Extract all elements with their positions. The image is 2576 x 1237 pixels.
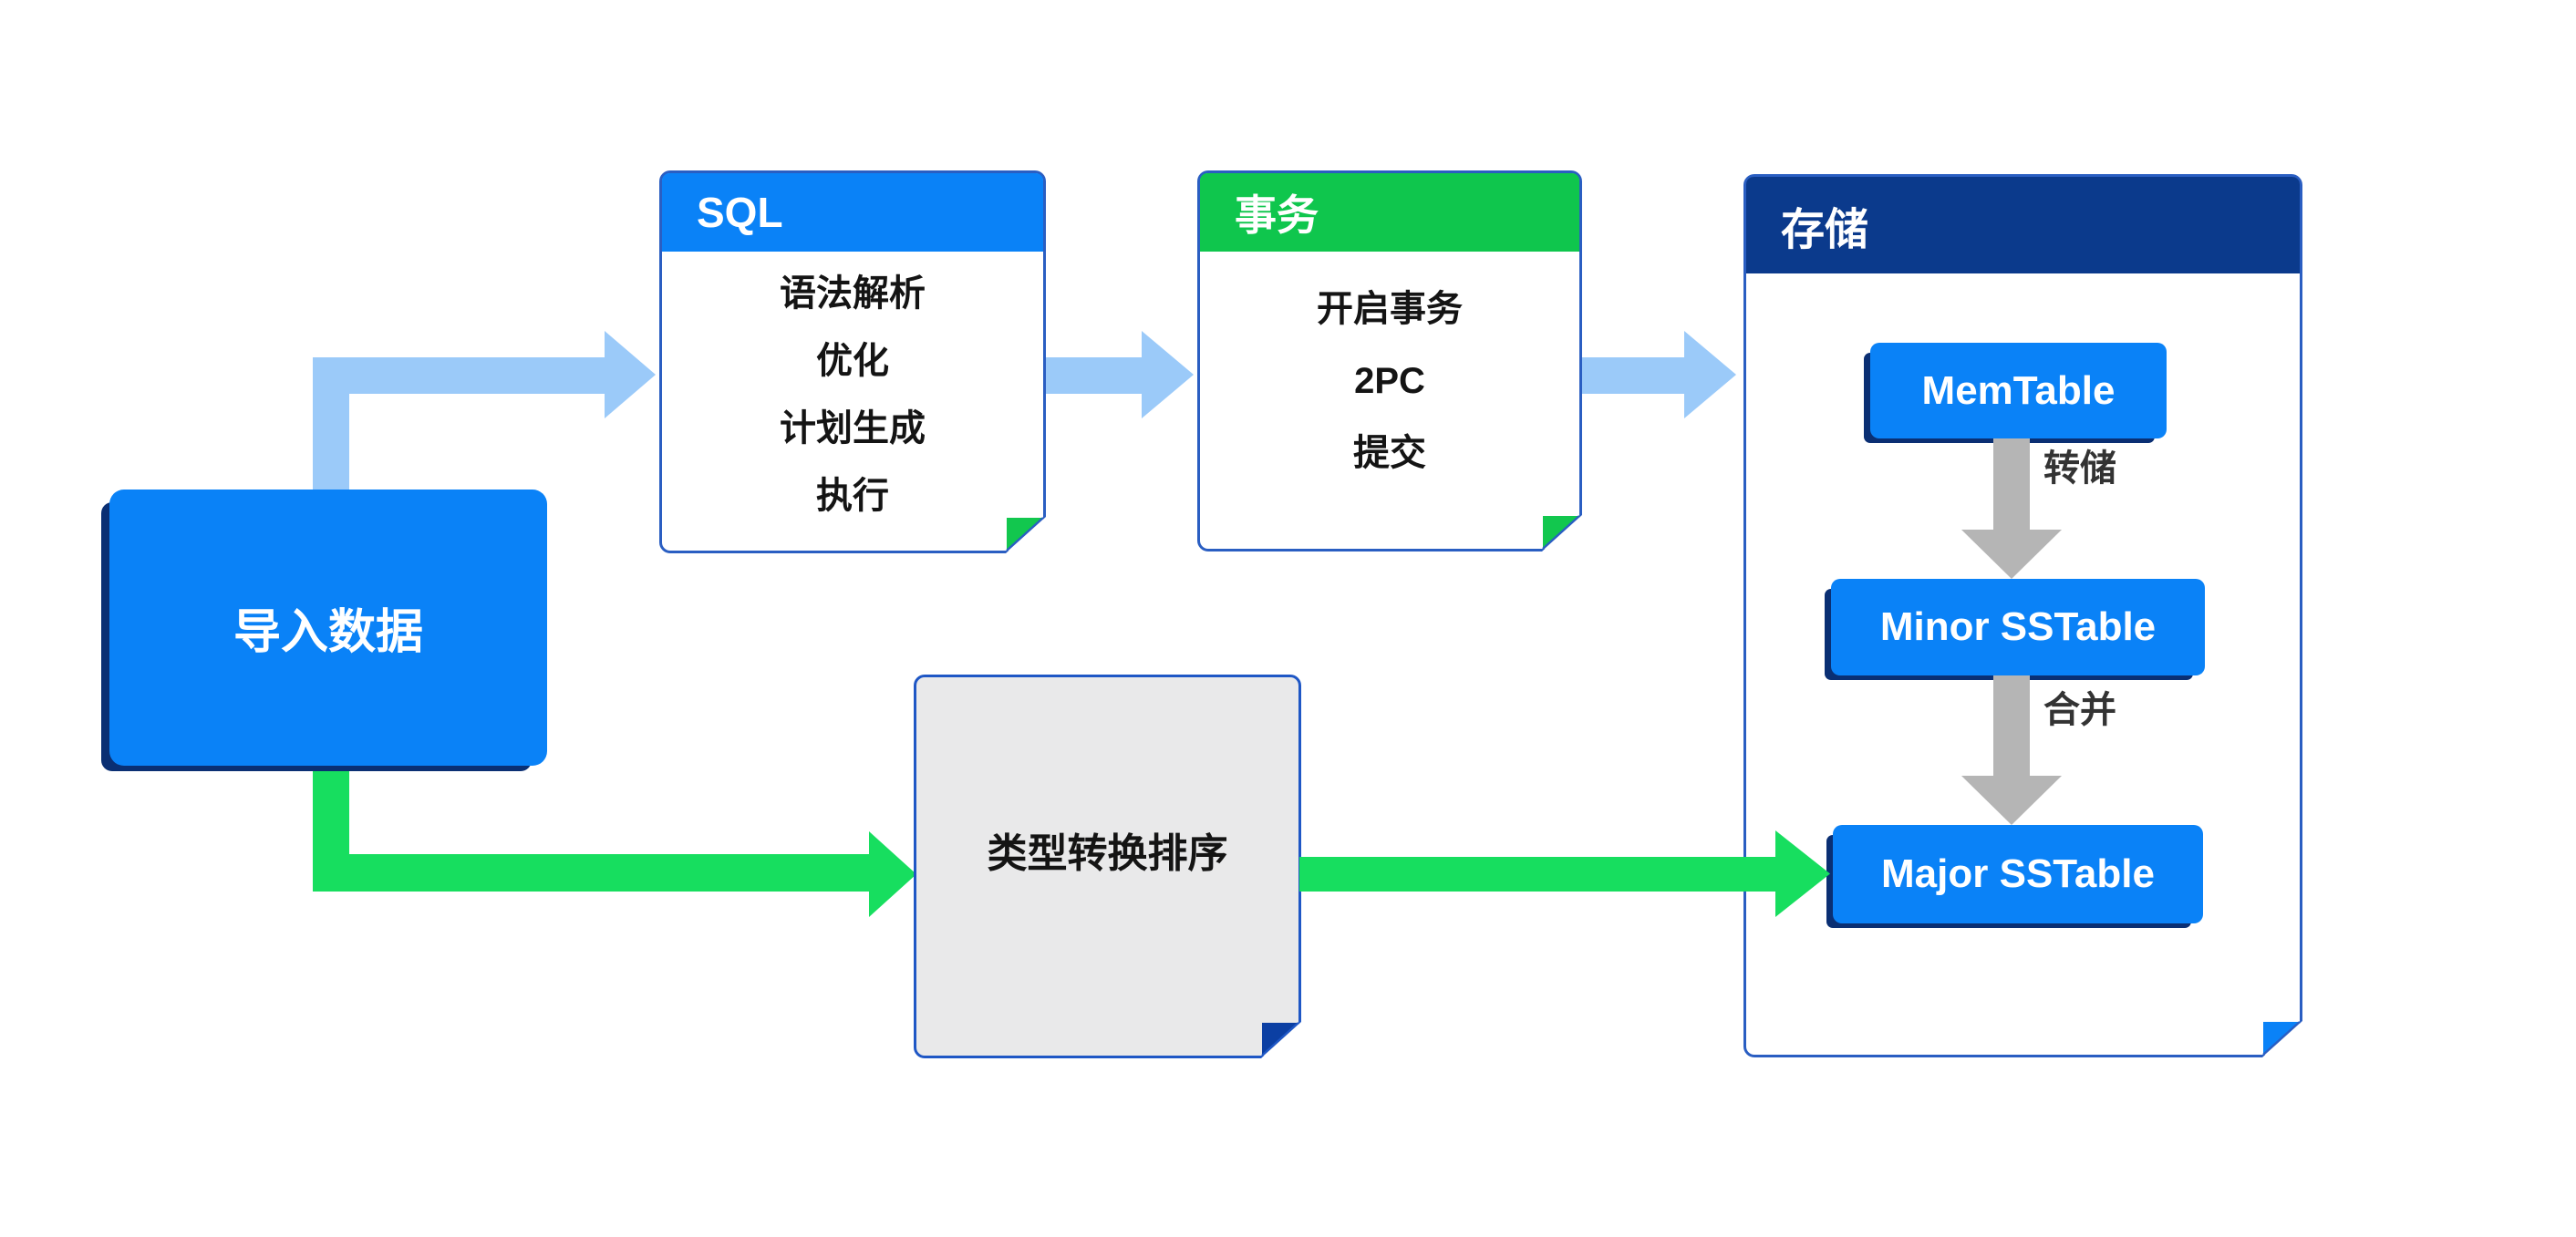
memtable-label: MemTable — [1921, 367, 2116, 413]
folded-corner-icon — [1006, 517, 1046, 553]
arrow-minor-to-major-head — [1961, 776, 2062, 825]
convert-node: 类型转换排序 — [914, 675, 1301, 1058]
sql-node: SQL 语法解析 优化 计划生成 执行 — [659, 170, 1046, 553]
sql-node-header: SQL — [662, 173, 1043, 252]
arrow-convert-to-major-shaft — [1299, 857, 1775, 892]
minor-sstable-node: Minor SSTable — [1831, 579, 2205, 675]
transaction-item: 开启事务 — [1317, 289, 1463, 329]
sql-item: 优化 — [816, 341, 889, 381]
arrow-transaction-to-storage-head — [1684, 331, 1736, 418]
sql-node-body: 语法解析 优化 计划生成 执行 — [662, 252, 1043, 514]
arrow-import-to-sql-hshaft — [313, 357, 605, 394]
folded-corner-icon — [2262, 1021, 2302, 1057]
folded-corner-icon — [1542, 515, 1582, 551]
arrow-sql-to-transaction-shaft — [1046, 357, 1142, 394]
merge-arrow-label: 合并 — [2043, 690, 2116, 730]
minor-sstable-label: Minor SSTable — [1879, 604, 2157, 649]
import-data-label: 导入数据 — [233, 606, 423, 659]
storage-node-header: 存储 — [1746, 177, 2300, 273]
transaction-node-header: 事务 — [1200, 173, 1579, 252]
arrow-import-to-convert-hshaft — [313, 854, 869, 892]
sql-item: 计划生成 — [780, 408, 926, 448]
sql-item: 执行 — [816, 476, 889, 516]
folded-corner-icon — [1261, 1022, 1301, 1058]
dump-arrow-label: 转储 — [2043, 448, 2116, 489]
arrow-transaction-to-storage-shaft — [1582, 357, 1684, 394]
transaction-node-title: 事务 — [1235, 191, 1319, 239]
major-sstable-label: Major SSTable — [1881, 851, 2155, 896]
storage-node-title: 存储 — [1781, 206, 1869, 254]
arrow-memtable-to-minor-head — [1961, 530, 2062, 579]
transaction-node: 事务 开启事务 2PC 提交 — [1197, 170, 1582, 551]
arrow-import-to-convert-head — [869, 831, 916, 917]
arrow-sql-to-transaction-head — [1142, 331, 1194, 418]
sql-item: 语法解析 — [780, 273, 926, 314]
import-data-node: 导入数据 — [109, 490, 547, 766]
convert-node-label: 类型转换排序 — [987, 830, 1228, 876]
arrow-minor-to-major-stem — [1993, 675, 2030, 776]
sql-node-title: SQL — [697, 189, 783, 236]
arrow-import-to-sql-head — [605, 331, 656, 418]
storage-node: 存储 MemTable 转储 Minor SSTable 合并 Major SS… — [1743, 174, 2302, 1057]
arrow-memtable-to-minor-stem — [1993, 438, 2030, 530]
transaction-node-body: 开启事务 2PC 提交 — [1200, 252, 1579, 471]
memtable-node: MemTable — [1870, 343, 2167, 438]
major-sstable-node: Major SSTable — [1833, 825, 2203, 923]
transaction-item: 提交 — [1353, 433, 1426, 473]
transaction-item: 2PC — [1354, 361, 1425, 401]
